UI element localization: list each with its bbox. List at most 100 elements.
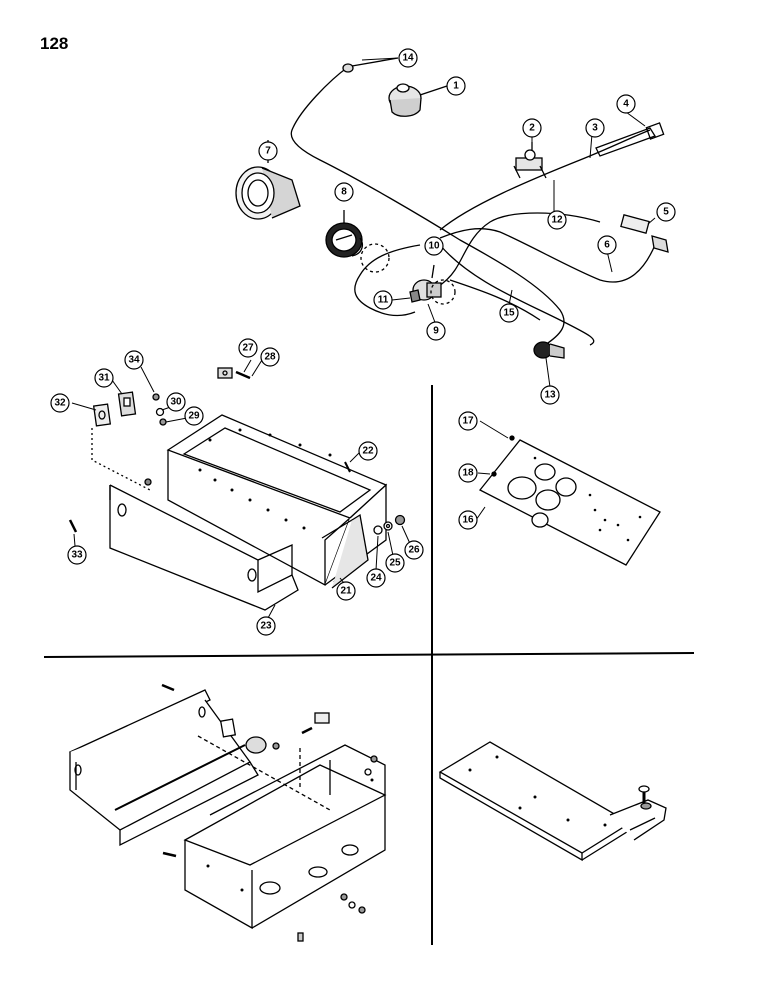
callout-2 <box>522 118 542 138</box>
callout-label-25: 25 <box>389 558 401 569</box>
callout-label-6: 6 <box>604 240 610 251</box>
callout-label-31: 31 <box>98 373 110 384</box>
callout-10 <box>424 236 444 256</box>
divider-horizontal <box>43 652 695 658</box>
callout-30 <box>166 392 186 412</box>
dashed-circle-2 <box>430 279 456 305</box>
callout-32 <box>50 393 70 413</box>
callout-label-7: 7 <box>265 146 271 157</box>
callout-4 <box>616 94 636 114</box>
page-number: 128 <box>40 34 69 53</box>
callout-label-21: 21 <box>340 586 352 597</box>
callout-25 <box>385 553 405 573</box>
callout-label-11: 11 <box>378 295 389 306</box>
callout-label-30: 30 <box>170 397 182 408</box>
callout-label-2: 2 <box>529 123 535 134</box>
callout-18 <box>458 463 478 483</box>
part-5-flasher <box>620 214 669 253</box>
callout-label-10: 10 <box>428 241 440 252</box>
callout-3 <box>585 118 605 138</box>
callout-34 <box>124 350 144 370</box>
callout-label-29: 29 <box>188 411 200 422</box>
part-33-screw <box>68 519 78 533</box>
part-27-clip <box>217 367 233 379</box>
part-14-connector <box>342 57 399 73</box>
callout-22 <box>358 441 378 461</box>
callout-28 <box>260 347 280 367</box>
callout-17 <box>458 411 478 431</box>
part-22-screw <box>344 461 351 473</box>
part-31-bracket <box>117 391 137 417</box>
wiring-harness <box>290 66 665 346</box>
callout-label-18: 18 <box>462 468 474 479</box>
callout-8 <box>334 182 354 202</box>
callout-label-12: 12 <box>551 215 563 226</box>
part-17-screw <box>509 435 515 441</box>
callout-label-24: 24 <box>370 573 382 584</box>
part-29-nut <box>159 418 167 426</box>
part-18-nut <box>491 471 497 477</box>
callout-label-15: 15 <box>503 308 515 319</box>
callout-label-5: 5 <box>663 207 669 218</box>
callout-29 <box>184 406 204 426</box>
callout-13 <box>540 385 560 405</box>
lower-enclosure-assembly <box>69 683 387 942</box>
part-32-plate <box>92 403 112 427</box>
callout-label-9: 9 <box>433 326 439 337</box>
part-28-screw <box>235 370 251 380</box>
callouts <box>50 48 676 636</box>
callout-label-32: 32 <box>54 398 66 409</box>
part-25-washer <box>383 521 393 531</box>
callout-26 <box>404 540 424 560</box>
callout-label-34: 34 <box>128 355 140 366</box>
callout-label-13: 13 <box>544 390 556 401</box>
leader-lines <box>71 57 656 619</box>
part-34-nut <box>152 393 160 401</box>
dashed-circle-1 <box>360 243 390 273</box>
part-24-washer <box>373 525 383 535</box>
callout-label-33: 33 <box>71 550 83 561</box>
callout-label-8: 8 <box>341 187 347 198</box>
part-30-washer <box>155 407 165 417</box>
callout-27 <box>238 338 258 358</box>
part-13-plug <box>533 341 565 359</box>
callout-9 <box>426 321 446 341</box>
callout-label-3: 3 <box>592 123 598 134</box>
part-7-gauge <box>235 140 301 220</box>
callout-16 <box>458 510 478 530</box>
callout-label-27: 27 <box>242 343 254 354</box>
callout-24 <box>366 568 386 588</box>
callout-21 <box>336 581 356 601</box>
part-26-nut <box>394 514 406 526</box>
part-2-block <box>513 142 547 179</box>
upper-panel-assembly <box>68 367 406 611</box>
callout-7 <box>258 141 278 161</box>
callout-label-23: 23 <box>260 621 272 632</box>
callout-label-28: 28 <box>264 352 276 363</box>
callout-14 <box>398 48 418 68</box>
callout-label-17: 17 <box>462 416 474 427</box>
hw-small <box>144 478 152 486</box>
callout-23 <box>256 616 276 636</box>
callout-33 <box>67 545 87 565</box>
callout-15 <box>499 303 519 323</box>
callout-6 <box>597 235 617 255</box>
callout-5 <box>656 202 676 222</box>
callout-label-1: 1 <box>453 81 459 92</box>
part-1-switch <box>388 83 448 117</box>
callout-label-22: 22 <box>362 446 374 457</box>
callout-labels: 1 2 3 4 5 6 7 8 9 10 11 12 13 14 15 16 1… <box>54 53 669 632</box>
callout-label-26: 26 <box>408 545 420 556</box>
callout-31 <box>94 368 114 388</box>
part-16-instrument-panel <box>478 435 661 566</box>
part-10-key-switch <box>409 264 442 303</box>
callout-11 <box>373 290 393 310</box>
callout-label-16: 16 <box>462 515 474 526</box>
part-8-ammeter <box>325 210 363 258</box>
callout-1 <box>446 76 466 96</box>
callout-label-14: 14 <box>402 53 414 64</box>
lower-right-plate <box>438 741 667 862</box>
callout-label-4: 4 <box>623 99 629 110</box>
callout-12 <box>547 210 567 230</box>
